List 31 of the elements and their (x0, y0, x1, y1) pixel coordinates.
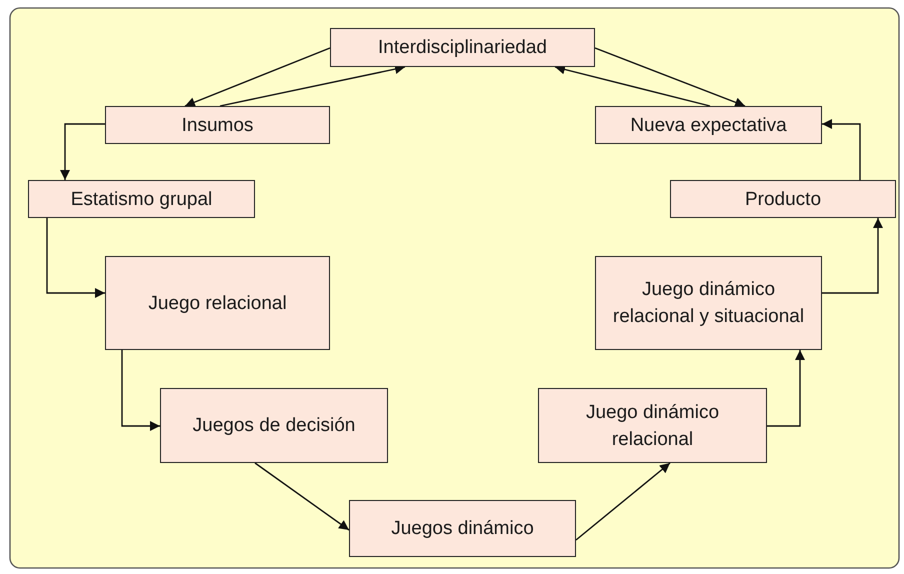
process-box (538, 388, 767, 463)
box-label: Producto (744, 188, 822, 212)
process-box (105, 106, 330, 144)
arrow (822, 218, 883, 294)
process-box (595, 106, 822, 144)
arrow (594, 47, 746, 108)
box-label: Juegos dinámico (390, 517, 535, 541)
process-box (28, 180, 255, 218)
arrow (254, 462, 350, 531)
process-box (670, 180, 896, 218)
box-label: Insumos (180, 114, 254, 138)
arrow (60, 123, 105, 180)
process-box (105, 256, 330, 350)
process-box (330, 28, 595, 67)
arrow (554, 64, 710, 107)
box-label: Interdisciplinariedad (377, 36, 548, 60)
box-label: Juegos de decisión (192, 414, 356, 438)
process-box (349, 500, 576, 557)
box-label: Nueva expectativa (629, 114, 788, 138)
arrow (184, 47, 330, 107)
box-label: Juego dinámico relacional y situacional (612, 278, 806, 329)
process-box (595, 256, 822, 350)
arrow (121, 350, 160, 431)
box-label: Estatismo grupal (70, 188, 214, 212)
process-box (160, 388, 388, 463)
arrow (822, 119, 861, 180)
arrow (46, 218, 105, 298)
box-label: Juego dinámico relacional (584, 400, 720, 452)
box-label: Juego relacional (147, 292, 288, 316)
arrow (576, 462, 670, 541)
arrow (767, 350, 805, 427)
